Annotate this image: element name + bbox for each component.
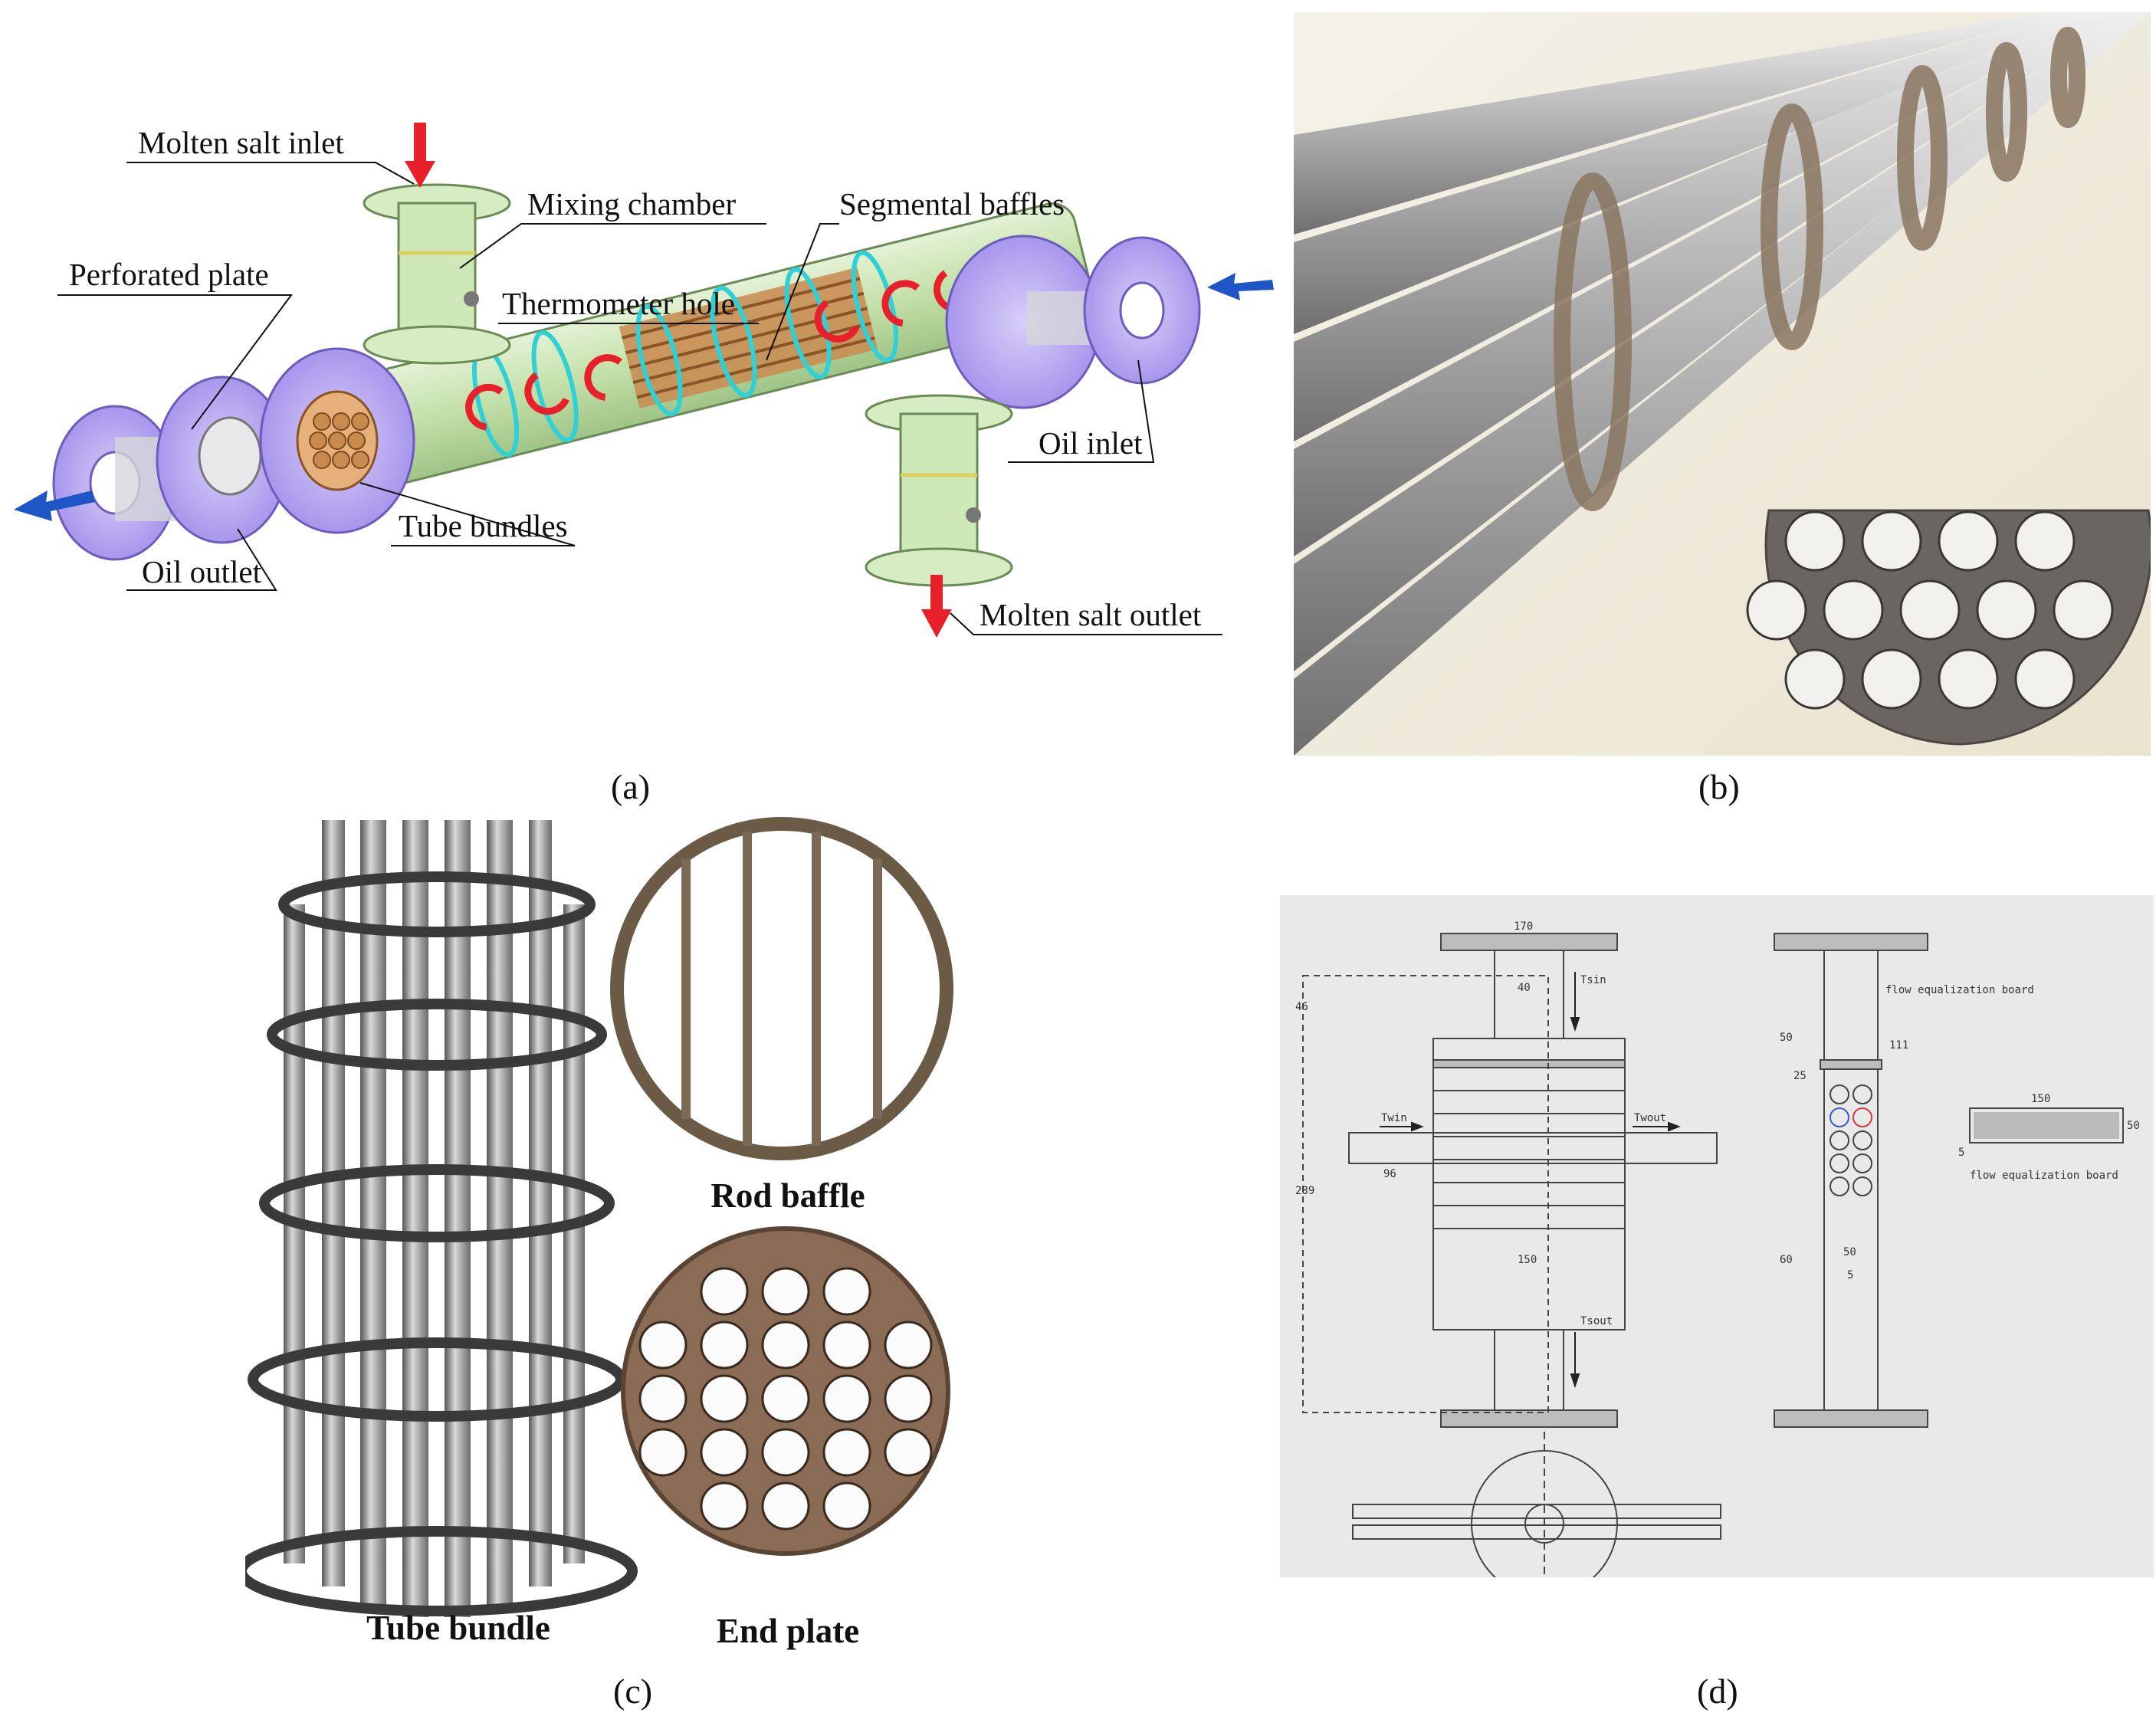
label-tsout: Tsout — [1580, 1315, 1613, 1327]
leader-lines — [57, 162, 1222, 635]
dim-60: 60 — [1780, 1254, 1793, 1266]
caption-d: (d) — [1697, 1672, 1738, 1711]
dim-40: 40 — [1518, 982, 1531, 994]
board-dim-50: 50 — [2127, 1120, 2140, 1132]
mixing-chamber-outlet — [865, 394, 1013, 587]
label-rod-baffle: Rod baffle — [710, 1176, 865, 1215]
end-plate-photo — [621, 1226, 950, 1556]
board-dim-5: 5 — [1958, 1147, 1964, 1159]
label-mixing-chamber: Mixing chamber — [527, 186, 736, 221]
segmental-baffle-tube-bundle-photo — [1294, 12, 2153, 756]
oil-outlet-arrow — [14, 491, 95, 521]
callout-flow-equalization-board: flow equalization board — [1885, 984, 2034, 996]
dim-289: 289 — [1295, 1185, 1314, 1197]
segmental-baffles — [471, 250, 898, 458]
mixing-chamber-inlet — [363, 183, 511, 365]
label-segmental-baffles: Segmental baffles — [839, 186, 1065, 221]
panel-a: Molten salt inlet Mixing chamber Segment… — [0, 0, 1288, 736]
label-twin: Twin — [1381, 1112, 1407, 1124]
dim-25: 25 — [1793, 1070, 1807, 1082]
label-thermometer-hole: Thermometer hole — [502, 286, 735, 321]
dim-50: 50 — [1780, 1032, 1793, 1044]
tube-bundle-photo — [236, 820, 638, 1617]
flow-arrows — [465, 270, 979, 431]
label-molten-salt-inlet: Molten salt inlet — [138, 125, 344, 160]
technical-drawing: 170 46 40 Tsin Twin Twout 96 289 150 Tso… — [1295, 920, 2140, 1597]
heat-exchanger-3d-diagram: Molten salt inlet Mixing chamber Segment… — [14, 123, 1274, 638]
rod-baffle-photo — [610, 817, 953, 1160]
dim-170: 170 — [1514, 920, 1533, 933]
photo-baffles — [1554, 27, 2085, 511]
baffle-inset — [1746, 509, 2153, 746]
label-end-plate: End plate — [716, 1612, 860, 1650]
caption-a: (a) — [611, 767, 651, 806]
dim-50b: 50 — [1843, 1246, 1856, 1258]
board-title: flow equalization board — [1970, 1170, 2118, 1182]
board-dim-150: 150 — [2031, 1093, 2050, 1105]
shell — [291, 202, 1094, 502]
label-oil-outlet: Oil outlet — [142, 554, 262, 589]
label-molten-salt-outlet: Molten salt outlet — [980, 597, 1202, 632]
dim-46: 46 — [1295, 1001, 1308, 1013]
dim-111: 111 — [1889, 1039, 1908, 1052]
label-oil-inlet: Oil inlet — [1039, 425, 1143, 461]
dim-150: 150 — [1518, 1254, 1537, 1266]
label-tsin: Tsin — [1580, 974, 1606, 986]
salt-outlet-arrow — [921, 575, 952, 638]
panel-d: 170 46 40 Tsin Twin Twout 96 289 150 Tso… — [1280, 895, 2154, 1597]
panel-c — [236, 812, 966, 1655]
panel-b-photo — [1294, 12, 2153, 756]
left-flanges — [52, 347, 415, 561]
label-tube-bundles: Tube bundles — [399, 508, 568, 543]
caption-c: (c) — [613, 1672, 653, 1711]
dim-5: 5 — [1847, 1269, 1853, 1281]
right-flanges — [945, 235, 1201, 409]
dim-96: 96 — [1383, 1168, 1396, 1180]
caption-b: (b) — [1698, 767, 1740, 806]
label-tube-bundle: Tube bundle — [366, 1609, 550, 1647]
rod-baffle-photos — [236, 817, 953, 1617]
label-perforated-plate: Perforated plate — [69, 257, 269, 292]
label-twout: Twout — [1634, 1112, 1666, 1124]
salt-inlet-arrow — [405, 123, 435, 188]
oil-inlet-arrow — [1207, 273, 1274, 300]
